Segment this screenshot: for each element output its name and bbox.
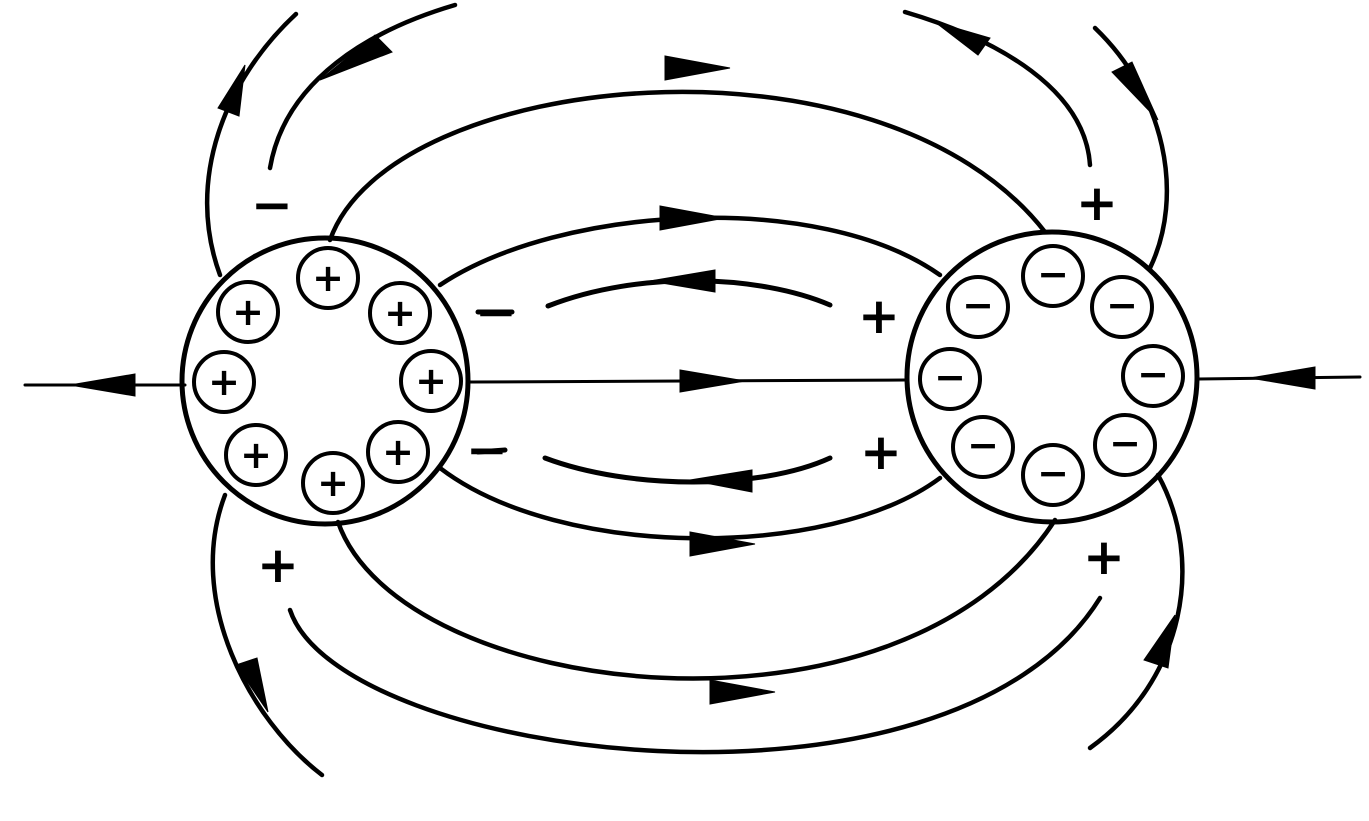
arrow-right-upper (1111, 61, 1159, 121)
right-charges: − − − − − − − (918, 244, 1185, 507)
right-charge: − (1121, 344, 1185, 408)
right-charge: − (1093, 413, 1157, 477)
label-right-upper-inner: + (858, 287, 900, 345)
left-lower-outer-line (210, 492, 325, 778)
field-sign-labels: − − − + + + + + (251, 174, 1125, 594)
right-upper-outer-line (1092, 25, 1169, 271)
label-left-lower-inner: − (466, 421, 508, 479)
bottom-return-loop (287, 595, 1103, 755)
left-body-outline (179, 235, 471, 527)
svg-text:−: − (1106, 283, 1138, 327)
lower-dashed-loop (542, 455, 833, 485)
label-right-top: + (1076, 174, 1118, 232)
arrow-right-lower (1143, 614, 1176, 669)
label-right-lower-inner: + (860, 423, 902, 481)
svg-text:+: + (208, 360, 240, 404)
arrow-left-lower (235, 657, 269, 713)
label-left-upper-inner: − (475, 283, 517, 341)
arrow-lower-outer (709, 679, 776, 705)
arrow-top-right-loop (934, 21, 991, 56)
svg-text:−: − (1137, 352, 1169, 396)
arrow-upper-dashed (649, 269, 716, 293)
lower-outer-arc (335, 517, 1058, 681)
svg-text:+: + (240, 433, 272, 477)
arrow-left-upper (217, 64, 246, 117)
right-charge: − (1090, 275, 1154, 339)
arrow-left-axis (69, 373, 136, 397)
left-body: + + + + + + + (179, 235, 471, 527)
svg-text:+: + (384, 291, 416, 335)
right-lower-outer-line (1087, 472, 1185, 751)
label-left-top: − (251, 176, 293, 234)
right-body: − − − − − − − (904, 229, 1200, 525)
label-right-bottom: + (1083, 528, 1125, 586)
right-charge: − (918, 347, 982, 411)
svg-text:−: − (1037, 252, 1069, 296)
arrow-upper-inner (659, 205, 726, 231)
upper-outer-arc (327, 89, 1048, 243)
arrow-top-left-loop (319, 34, 393, 81)
left-upper-outer-line (205, 11, 299, 278)
svg-text:+: + (317, 461, 349, 505)
svg-text:+: + (415, 359, 447, 403)
right-charge: − (1021, 443, 1085, 507)
right-charge: − (951, 415, 1015, 479)
arrow-lower-dashed (689, 469, 753, 493)
svg-text:+: + (312, 256, 344, 300)
svg-text:−: − (1109, 421, 1141, 465)
left-charges: + + + + + + + (192, 246, 463, 515)
arrow-lower-inner (689, 531, 756, 557)
right-body-outline (904, 229, 1200, 525)
lower-dash-mark (475, 447, 508, 455)
arrowheads (69, 21, 1316, 713)
left-charge: + (366, 420, 430, 484)
left-charge: + (301, 451, 365, 515)
arrow-right-axis (1249, 366, 1316, 390)
label-left-bottom: + (257, 536, 299, 594)
svg-text:+: + (382, 430, 414, 474)
left-charge: + (192, 350, 256, 414)
svg-text:+: + (232, 290, 264, 334)
left-charge: + (368, 281, 432, 345)
arrow-center-right (679, 369, 746, 393)
right-charge: − (946, 275, 1010, 339)
svg-text:−: − (1037, 451, 1069, 495)
top-left-return-loop (267, 2, 458, 171)
svg-text:−: − (967, 423, 999, 467)
left-charge: + (224, 423, 288, 487)
left-charge: + (216, 280, 280, 344)
left-charge: + (399, 349, 463, 413)
right-charge: − (1021, 244, 1085, 308)
svg-text:−: − (962, 283, 994, 327)
arrow-upper-outer (664, 55, 731, 81)
left-charge: + (296, 246, 360, 310)
svg-text:−: − (934, 355, 966, 399)
